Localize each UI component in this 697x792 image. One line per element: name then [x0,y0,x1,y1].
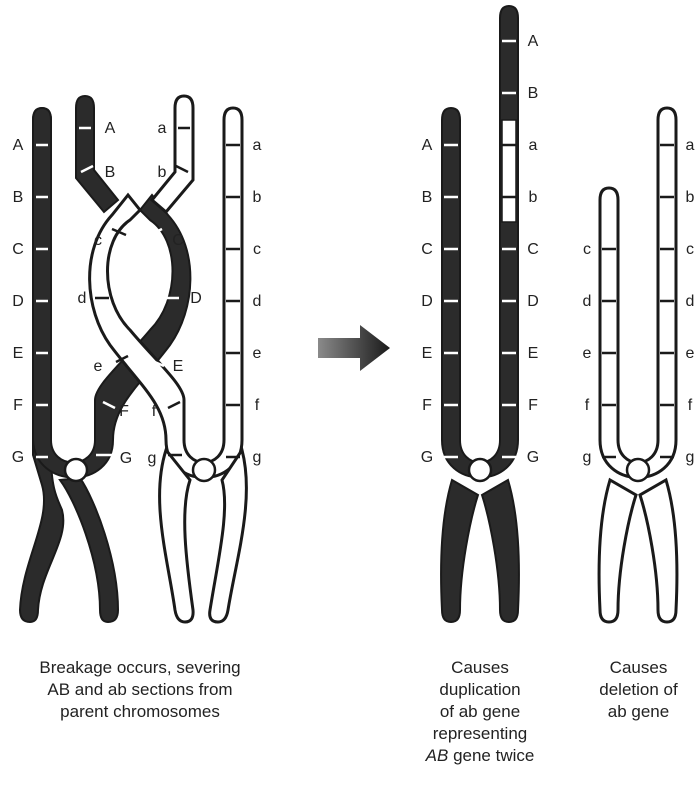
gene-label: C [12,241,24,258]
gene-label: f [585,397,590,414]
arrow-icon [318,325,390,371]
gene-label: A [528,33,539,50]
gene-label: g [583,449,592,466]
gene-label: b [529,189,538,206]
gene-label: F [422,397,432,414]
gene-label: B [422,189,433,206]
caption-duplication: Causes duplication of ab gene representi… [400,657,560,767]
caption-line: AB and ab sections from [0,679,280,701]
left-panel [20,96,246,622]
caption-line: Causes [580,657,697,679]
gene-label: C [172,232,184,249]
gene-label: F [119,403,129,420]
light-chromosome-deletion [599,108,677,622]
gene-label: D [190,290,202,307]
caption-line-last: AB gene twice [400,745,560,767]
gene-label: c [686,241,694,258]
caption-line: parent chromosomes [0,701,280,723]
gene-label: b [158,164,167,181]
gene-label: e [686,345,695,362]
gene-label: f [152,403,157,420]
gene-label: f [688,397,693,414]
duplicated-ab-segment [502,120,516,222]
band-ticks [36,41,674,457]
caption-deletion: Causes deletion of ab gene [580,657,697,723]
band-tick [150,229,162,235]
caption-line: Breakage occurs, severing [0,657,280,679]
gene-label: b [686,189,695,206]
gene-label: A [13,137,24,154]
caption-breakage: Breakage occurs, severing AB and ab sect… [0,657,280,723]
caption-line: deletion of [580,679,697,701]
caption-line: ab gene [580,701,697,723]
gene-label: a [158,120,167,137]
italic-word: AB [426,746,449,765]
gene-label: f [255,397,260,414]
gene-label: A [422,137,433,154]
gene-label: e [583,345,592,362]
severed-AB-segment [76,96,118,212]
gene-label: g [253,449,262,466]
gene-label: G [120,450,132,467]
right-panel [441,6,677,622]
gene-label: d [583,293,592,310]
gene-label: G [12,449,24,466]
gene-label: c [583,241,591,258]
gene-label: C [527,241,539,258]
gene-label: c [94,232,102,249]
gene-label: E [528,345,539,362]
gene-label: b [253,189,262,206]
gene-label: F [528,397,538,414]
gene-label: D [421,293,433,310]
gene-label: B [105,164,116,181]
gene-label: e [253,345,262,362]
gene-label: A [105,120,116,137]
gene-label: a [529,137,538,154]
severed-ab-segment [152,96,193,212]
gene-label: E [422,345,433,362]
dark-chromosome-right-panel [441,6,519,622]
caption-line: Causes [400,657,560,679]
gene-label: B [528,85,539,102]
gene-label: a [253,137,262,154]
gene-label: D [12,293,24,310]
caption-line: of ab gene [400,701,560,723]
caption-line: duplication [400,679,560,701]
gene-label: E [173,358,184,375]
gene-label: e [94,358,103,375]
gene-label: c [253,241,261,258]
gene-label: E [13,345,24,362]
gene-label: g [686,449,695,466]
gene-label: F [13,397,23,414]
gene-label: d [253,293,262,310]
gene-label: C [421,241,433,258]
caption-line: representing [400,723,560,745]
gene-label: g [148,450,157,467]
gene-label: B [13,189,24,206]
gene-label: G [527,449,539,466]
gene-label: d [78,290,87,307]
gene-label: d [686,293,695,310]
caption-line-rest: gene twice [448,746,534,765]
gene-label: a [686,137,695,154]
gene-label: D [527,293,539,310]
gene-label: G [421,449,433,466]
